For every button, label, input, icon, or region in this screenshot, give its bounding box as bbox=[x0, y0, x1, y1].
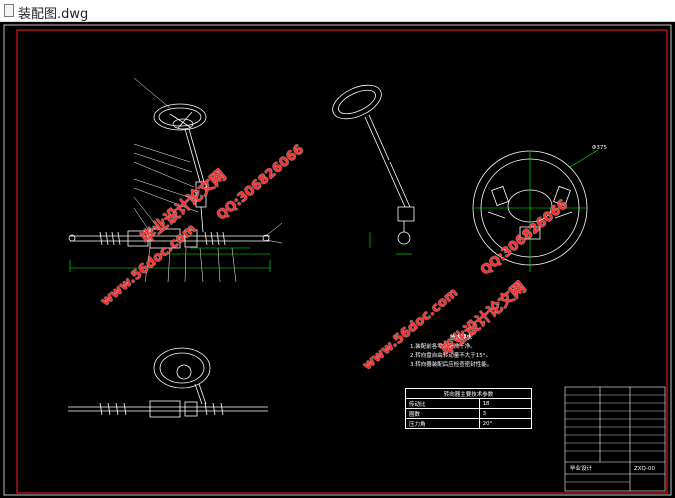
sheet-outer-border bbox=[3, 24, 672, 496]
param-name: 圈数 bbox=[405, 408, 480, 419]
steering-assembly-view bbox=[68, 103, 270, 249]
drawing-frame bbox=[16, 29, 668, 494]
circle-dim-label: Φ375 bbox=[592, 145, 607, 151]
title-block-rows bbox=[565, 394, 665, 483]
param-value: 18 bbox=[478, 398, 533, 409]
part-leaders bbox=[133, 77, 283, 283]
dimension-lines bbox=[69, 247, 271, 272]
window-titlebar: 装配图.dwg bbox=[0, 0, 675, 22]
param-name: 传动比 bbox=[405, 398, 480, 409]
dwg-file-icon bbox=[4, 4, 14, 17]
tech-item: 1.装配前各零件清洗干净。 bbox=[410, 344, 476, 350]
title-block bbox=[564, 386, 666, 492]
side-view-column bbox=[332, 84, 415, 245]
param-value: 3 bbox=[478, 408, 533, 419]
drawing-svg bbox=[3, 24, 672, 496]
cad-canvas[interactable]: 技术要求 1.装配前各零件清洗干净。 2.转向盘自由转动量不大于15°。 3.转… bbox=[0, 22, 675, 498]
window-title: 装配图.dwg bbox=[18, 7, 89, 22]
param-name: 压力角 bbox=[405, 418, 480, 429]
wheel-dims bbox=[474, 149, 599, 272]
isometric-view bbox=[68, 347, 268, 418]
side-view-dims bbox=[369, 232, 412, 255]
tech-requirements: 技术要求 1.装配前各零件清洗干净。 2.转向盘自由转动量不大于15°。 3.转… bbox=[410, 334, 492, 370]
tech-heading: 技术要求 bbox=[450, 335, 473, 341]
tech-item: 2.转向盘自由转动量不大于15°。 bbox=[410, 353, 491, 359]
param-table-header: 转向器主要技术参数 bbox=[405, 388, 532, 399]
title-block-company: 毕业设计 bbox=[570, 466, 593, 472]
title-block-drawing-no: ZXQ-00 bbox=[634, 466, 656, 472]
tech-item: 3.转向器装配后应检查密封性能。 bbox=[410, 362, 493, 368]
param-value: 20° bbox=[478, 418, 533, 429]
